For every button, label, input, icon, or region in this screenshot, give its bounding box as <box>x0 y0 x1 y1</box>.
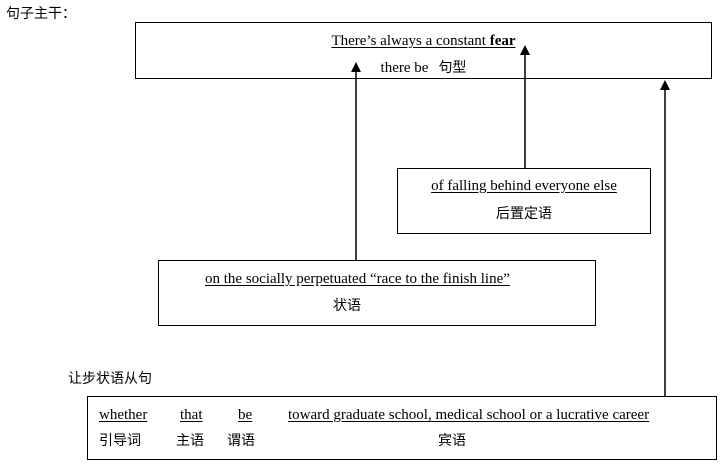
main-note-en: there be <box>380 60 429 76</box>
clause-label-subject: 主语 <box>176 433 204 449</box>
adverbial-box: on the socially perpetuated “race to the… <box>158 260 596 326</box>
clause-label-object: 宾语 <box>438 433 466 449</box>
arrow-clause-to-main <box>660 80 670 396</box>
main-sentence-text: There’s always a constant fear <box>331 33 515 49</box>
postmodifier-phrase: of falling behind everyone else <box>431 178 617 194</box>
main-sentence-bold: fear <box>489 33 516 49</box>
main-note-cn: 句型 <box>438 60 467 76</box>
adverbial-label: 状语 <box>333 298 361 314</box>
main-sentence-prefix: There’s always a constant <box>331 33 490 49</box>
main-sentence: There’s always a constant fear <box>136 33 711 50</box>
heading-clause: 让步状语从句 <box>68 371 152 387</box>
clause-word-object: toward graduate school, medical school o… <box>288 407 650 423</box>
heading-main: 句子主干： <box>6 6 76 22</box>
postmodifier-box: of falling behind everyone else 后置定语 <box>397 168 651 234</box>
postmodifier-phrase-row: of falling behind everyone else <box>398 178 650 195</box>
arrow-adverbial-to-main <box>351 62 361 260</box>
clause-word-that: that <box>180 407 203 423</box>
adverbial-phrase: on the socially perpetuated “race to the… <box>205 271 510 287</box>
clause-label-predicate: 谓语 <box>227 433 255 449</box>
main-note: there be 句型 <box>136 57 711 77</box>
main-clause-box: There’s always a constant fear there be … <box>135 22 712 79</box>
clause-word-whether: whether <box>99 407 148 423</box>
arrow-postmodifier-to-fear <box>520 45 530 168</box>
clause-label-conjunction: 引导词 <box>99 433 141 449</box>
clause-word-be: be <box>238 407 253 423</box>
postmodifier-label: 后置定语 <box>496 206 552 222</box>
concessive-clause-box: whether that be toward graduate school, … <box>87 396 717 460</box>
adverbial-phrase-row: on the socially perpetuated “race to the… <box>205 271 510 288</box>
